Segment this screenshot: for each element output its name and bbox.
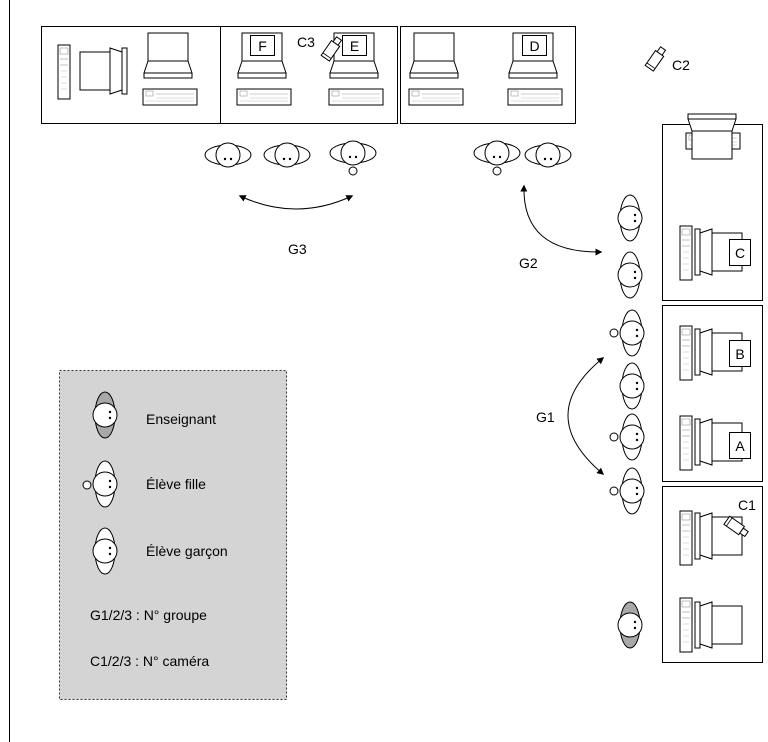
student-boy-icon [263,142,311,168]
group-g2-label: G2 [519,255,538,271]
group-g3-arrow [238,195,354,210]
student-boy-icon [617,194,643,242]
svg-text:C: C [735,245,745,261]
group-g3-label: G3 [288,241,307,257]
right-desk-bottom [662,486,763,663]
svg-text:B: B [735,346,744,362]
svg-text:A: A [735,438,745,454]
camera-c1-label: C1 [738,497,756,513]
camera-c2-icon [644,45,668,72]
legend-box: Enseignant Élève fille Élève garçon G1/2… [59,370,287,700]
legend-camera-key: C1/2/3 : N° caméra [90,653,209,669]
station-label-d: D [522,35,547,56]
station-label-e: E [342,35,367,56]
student-boy-icon [619,362,645,410]
student-girl-icon [609,309,645,357]
teacher-icon [617,601,643,649]
camera-c3-label: C3 [297,34,315,50]
station-label-a: A [729,432,751,459]
legend-teacher-label: Enseignant [146,411,216,427]
group-g2-arrow [520,184,603,256]
camera-c2-label: C2 [672,57,690,73]
right-desk-top [662,113,763,301]
legend-group-key: G1/2/3 : N° groupe [90,607,207,623]
group-g1-label: G1 [536,409,555,425]
svg-text:E: E [350,38,359,54]
legend-girl-label: Élève fille [146,476,206,492]
top-desk-left [41,26,221,124]
station-label-f: F [250,35,275,56]
student-girl-icon [329,140,377,176]
svg-text:F: F [258,38,267,54]
student-boy-icon [524,142,572,168]
station-label-b: B [729,340,751,367]
svg-text:D: D [529,38,539,54]
student-girl-icon [473,140,521,176]
student-girl-icon [609,467,645,515]
legend-boy-label: Élève garçon [146,543,228,559]
student-girl-icon [609,413,645,461]
top-desk-right [400,26,576,124]
station-label-c: C [729,239,751,266]
group-g1-arrow [567,357,605,475]
legend-girl-icon [82,460,118,508]
student-boy-icon [204,142,252,168]
student-boy-icon [617,251,643,299]
